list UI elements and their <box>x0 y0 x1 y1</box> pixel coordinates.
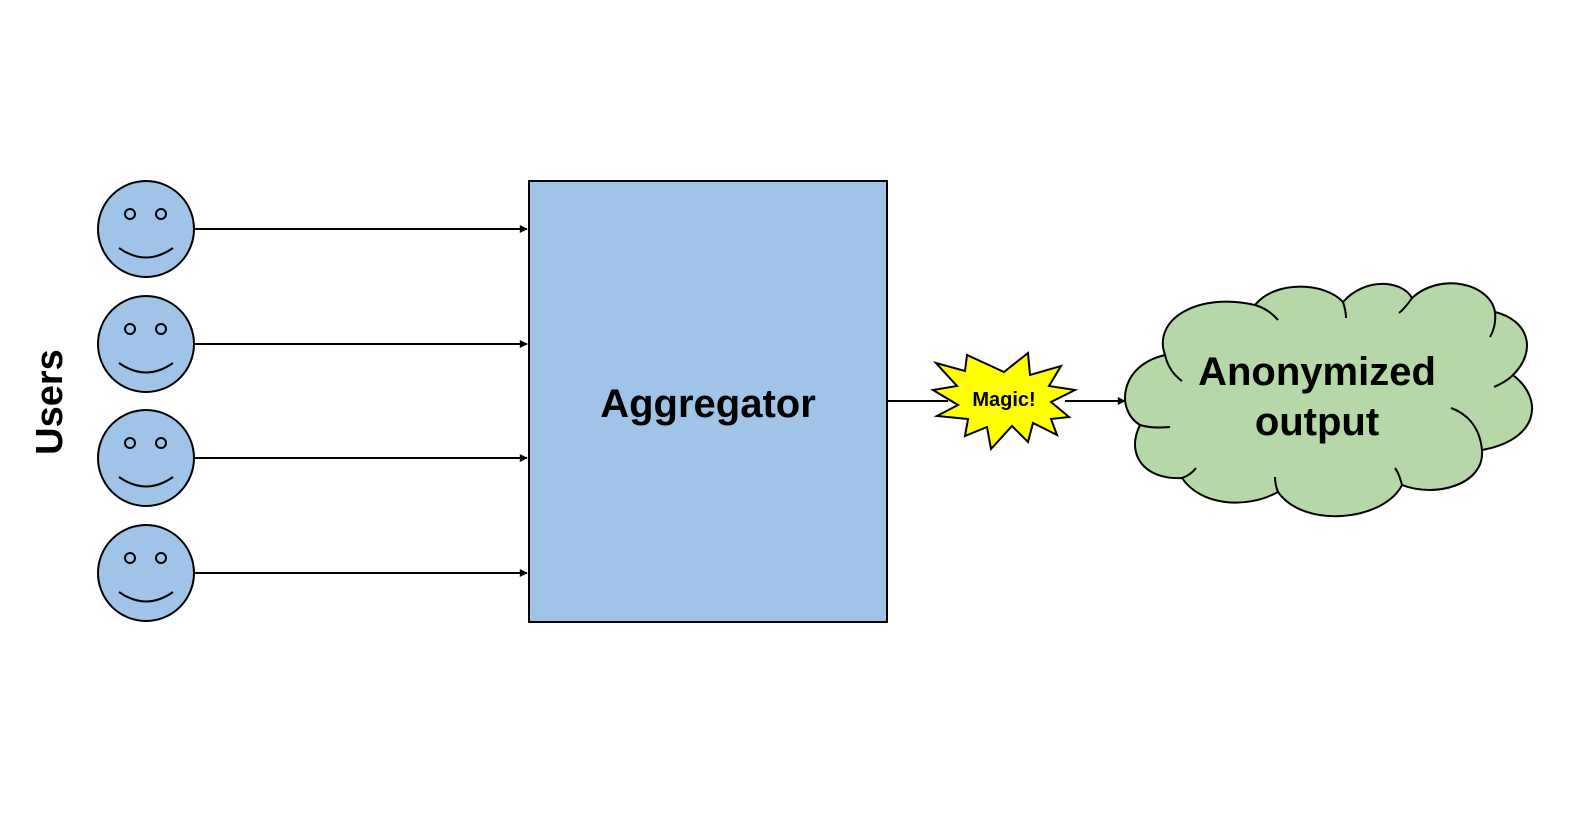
cloud-inner-arc <box>1342 301 1347 319</box>
smile <box>118 362 174 374</box>
face-circle <box>97 295 195 393</box>
cloud-inner-arc <box>1450 407 1483 451</box>
cloud-inner-arc <box>1164 354 1183 382</box>
smile <box>118 591 174 603</box>
aggregator-label: Aggregator <box>600 382 816 426</box>
cloud-inner-arc <box>1398 297 1413 314</box>
user-face-3 <box>97 409 195 507</box>
left-eye <box>124 208 136 220</box>
right-eye <box>155 437 167 449</box>
cloud-inner-arc <box>1493 374 1514 388</box>
smile <box>118 247 174 259</box>
user-face-2 <box>97 295 195 393</box>
user-face-4 <box>97 524 195 622</box>
right-eye <box>155 208 167 220</box>
cloud-inner-arc <box>1394 467 1403 486</box>
output-cloud <box>1124 282 1533 518</box>
cloud-inner-arc <box>1139 424 1171 429</box>
user-face-1 <box>97 180 195 278</box>
smile <box>118 476 174 488</box>
right-eye <box>155 323 167 335</box>
left-eye <box>124 437 136 449</box>
cloud-inner-arc <box>1181 467 1197 479</box>
cloud-inner-arc <box>1274 476 1279 493</box>
cloud-inner-arc <box>1489 311 1497 338</box>
magic-burst <box>930 351 1079 452</box>
users-label: Users <box>29 349 71 455</box>
face-circle <box>97 409 195 507</box>
cloud-inner-arc <box>1254 304 1279 321</box>
aggregator-box <box>528 180 888 623</box>
face-circle <box>97 180 195 278</box>
left-eye <box>124 323 136 335</box>
left-eye <box>124 552 136 564</box>
face-circle <box>97 524 195 622</box>
magic-label: Magic! <box>972 389 1035 411</box>
output-label-line2: output <box>1255 400 1379 444</box>
output-label-line1: Anonymized <box>1198 350 1436 394</box>
right-eye <box>155 552 167 564</box>
